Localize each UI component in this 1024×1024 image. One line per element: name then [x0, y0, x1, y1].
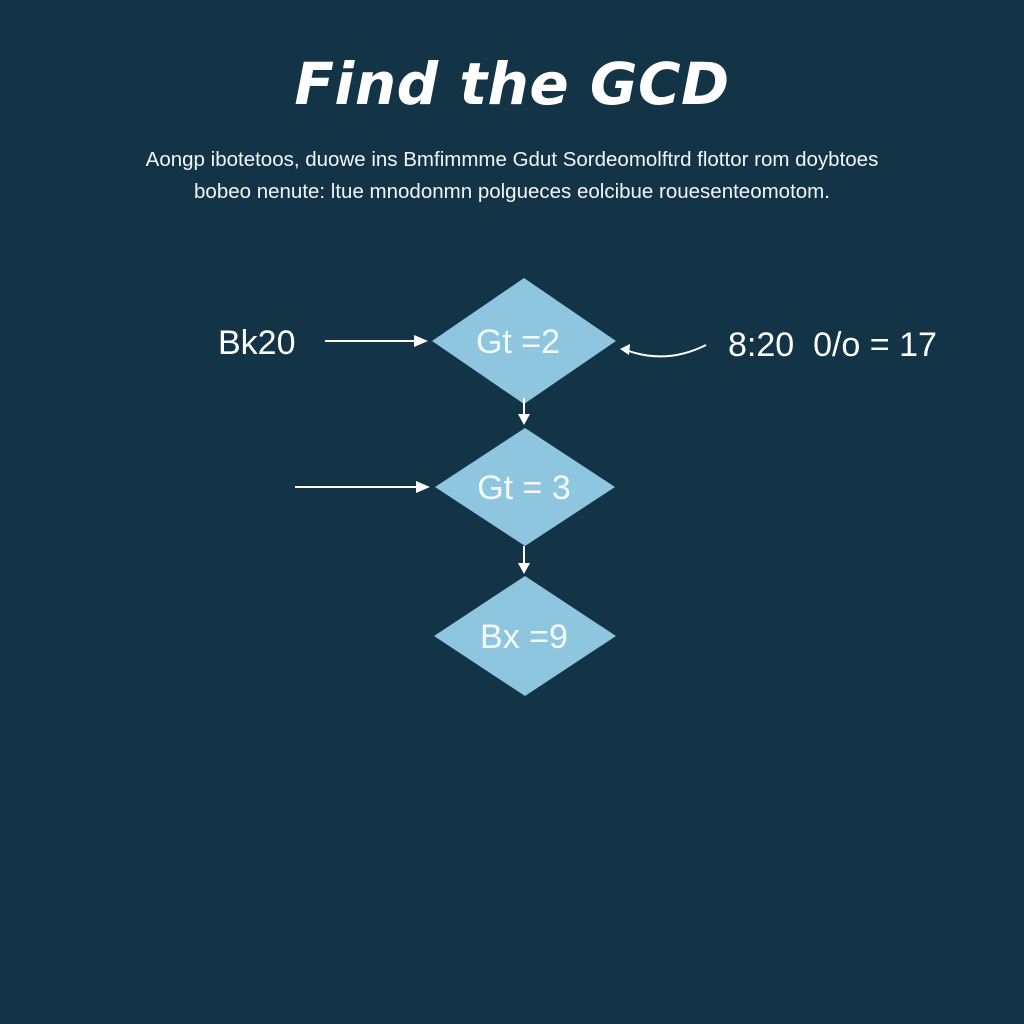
result-label: 8:20 0/o = 17	[728, 326, 937, 364]
node-1-diamond	[432, 278, 616, 404]
input-label: Bk20	[218, 324, 296, 362]
node-3-label: Bx =9	[480, 618, 568, 656]
page-title: Find the GCD	[294, 50, 730, 118]
node-1-label: Gt =2	[476, 323, 560, 361]
curved-connector-head	[620, 344, 630, 355]
arrow-1-to-2-head	[518, 414, 530, 425]
node-3-diamond	[434, 576, 616, 696]
curved-connector	[625, 344, 707, 358]
description-line-2: bobeo nenute: ltue mnodonmn polgueces eo…	[194, 180, 830, 203]
node-2-label: Gt = 3	[477, 469, 571, 507]
decision-node-3: Bx =9	[434, 576, 616, 696]
node-2-diamond	[435, 428, 615, 546]
description-line-1: Aongp ibotetoos, duowe ins Bmfimmme Gdut…	[145, 148, 879, 171]
left-arrow-2-head	[416, 481, 430, 493]
input-arrow-head	[414, 335, 428, 347]
arrow-2-to-3-head	[518, 563, 530, 574]
decision-node-2: Gt = 3	[435, 428, 615, 546]
decision-node-1: Gt =2	[432, 278, 616, 404]
